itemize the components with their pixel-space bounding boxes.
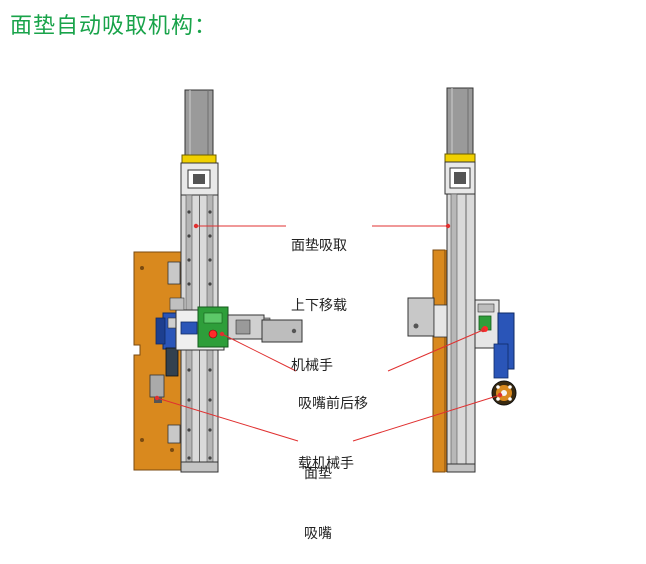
callout-nozzle-shift: 吸嘴前后移 载机械手 bbox=[298, 354, 368, 494]
side-base-plate bbox=[432, 249, 446, 473]
callout-pad-nozzle-line-2: 吸嘴 bbox=[304, 526, 332, 542]
front-view bbox=[133, 89, 303, 473]
page-title: 面垫自动吸取机构： bbox=[10, 14, 218, 39]
leader-pad-nozzle-right bbox=[352, 394, 501, 442]
side-nozzle-head bbox=[491, 380, 517, 406]
callout-nozzle-shift-line-1: 吸嘴前后移 bbox=[298, 396, 368, 412]
callout-pad-lift-line-3: 机械手 bbox=[291, 358, 333, 374]
leader-lines bbox=[156, 225, 501, 442]
side-yellow-sensor bbox=[444, 153, 476, 163]
side-view bbox=[407, 87, 517, 473]
callout-pad-lift-line-1: 面垫吸取 bbox=[291, 238, 347, 254]
leader-pad-nozzle-left bbox=[156, 397, 299, 442]
side-left-bracket bbox=[407, 297, 435, 337]
front-top-rod bbox=[184, 89, 214, 157]
side-top-rod bbox=[446, 87, 474, 155]
callout-nozzle-shift-line-2: 载机械手 bbox=[298, 456, 354, 472]
callout-pad-lift: 面垫吸取 上下移载 机械手 bbox=[291, 196, 347, 396]
front-right-bracket bbox=[261, 319, 303, 343]
callout-pad-nozzle: 面垫 吸嘴 bbox=[304, 424, 332, 564]
mechanism-diagram bbox=[133, 87, 517, 473]
leader-nozzle-shift-left bbox=[221, 333, 297, 372]
callout-pad-lift-line-2: 上下移载 bbox=[291, 298, 347, 314]
callout-pad-nozzle-line-1: 面垫 bbox=[304, 466, 332, 482]
front-yellow-sensor bbox=[181, 154, 217, 164]
leader-nozzle-shift-right bbox=[387, 329, 484, 372]
